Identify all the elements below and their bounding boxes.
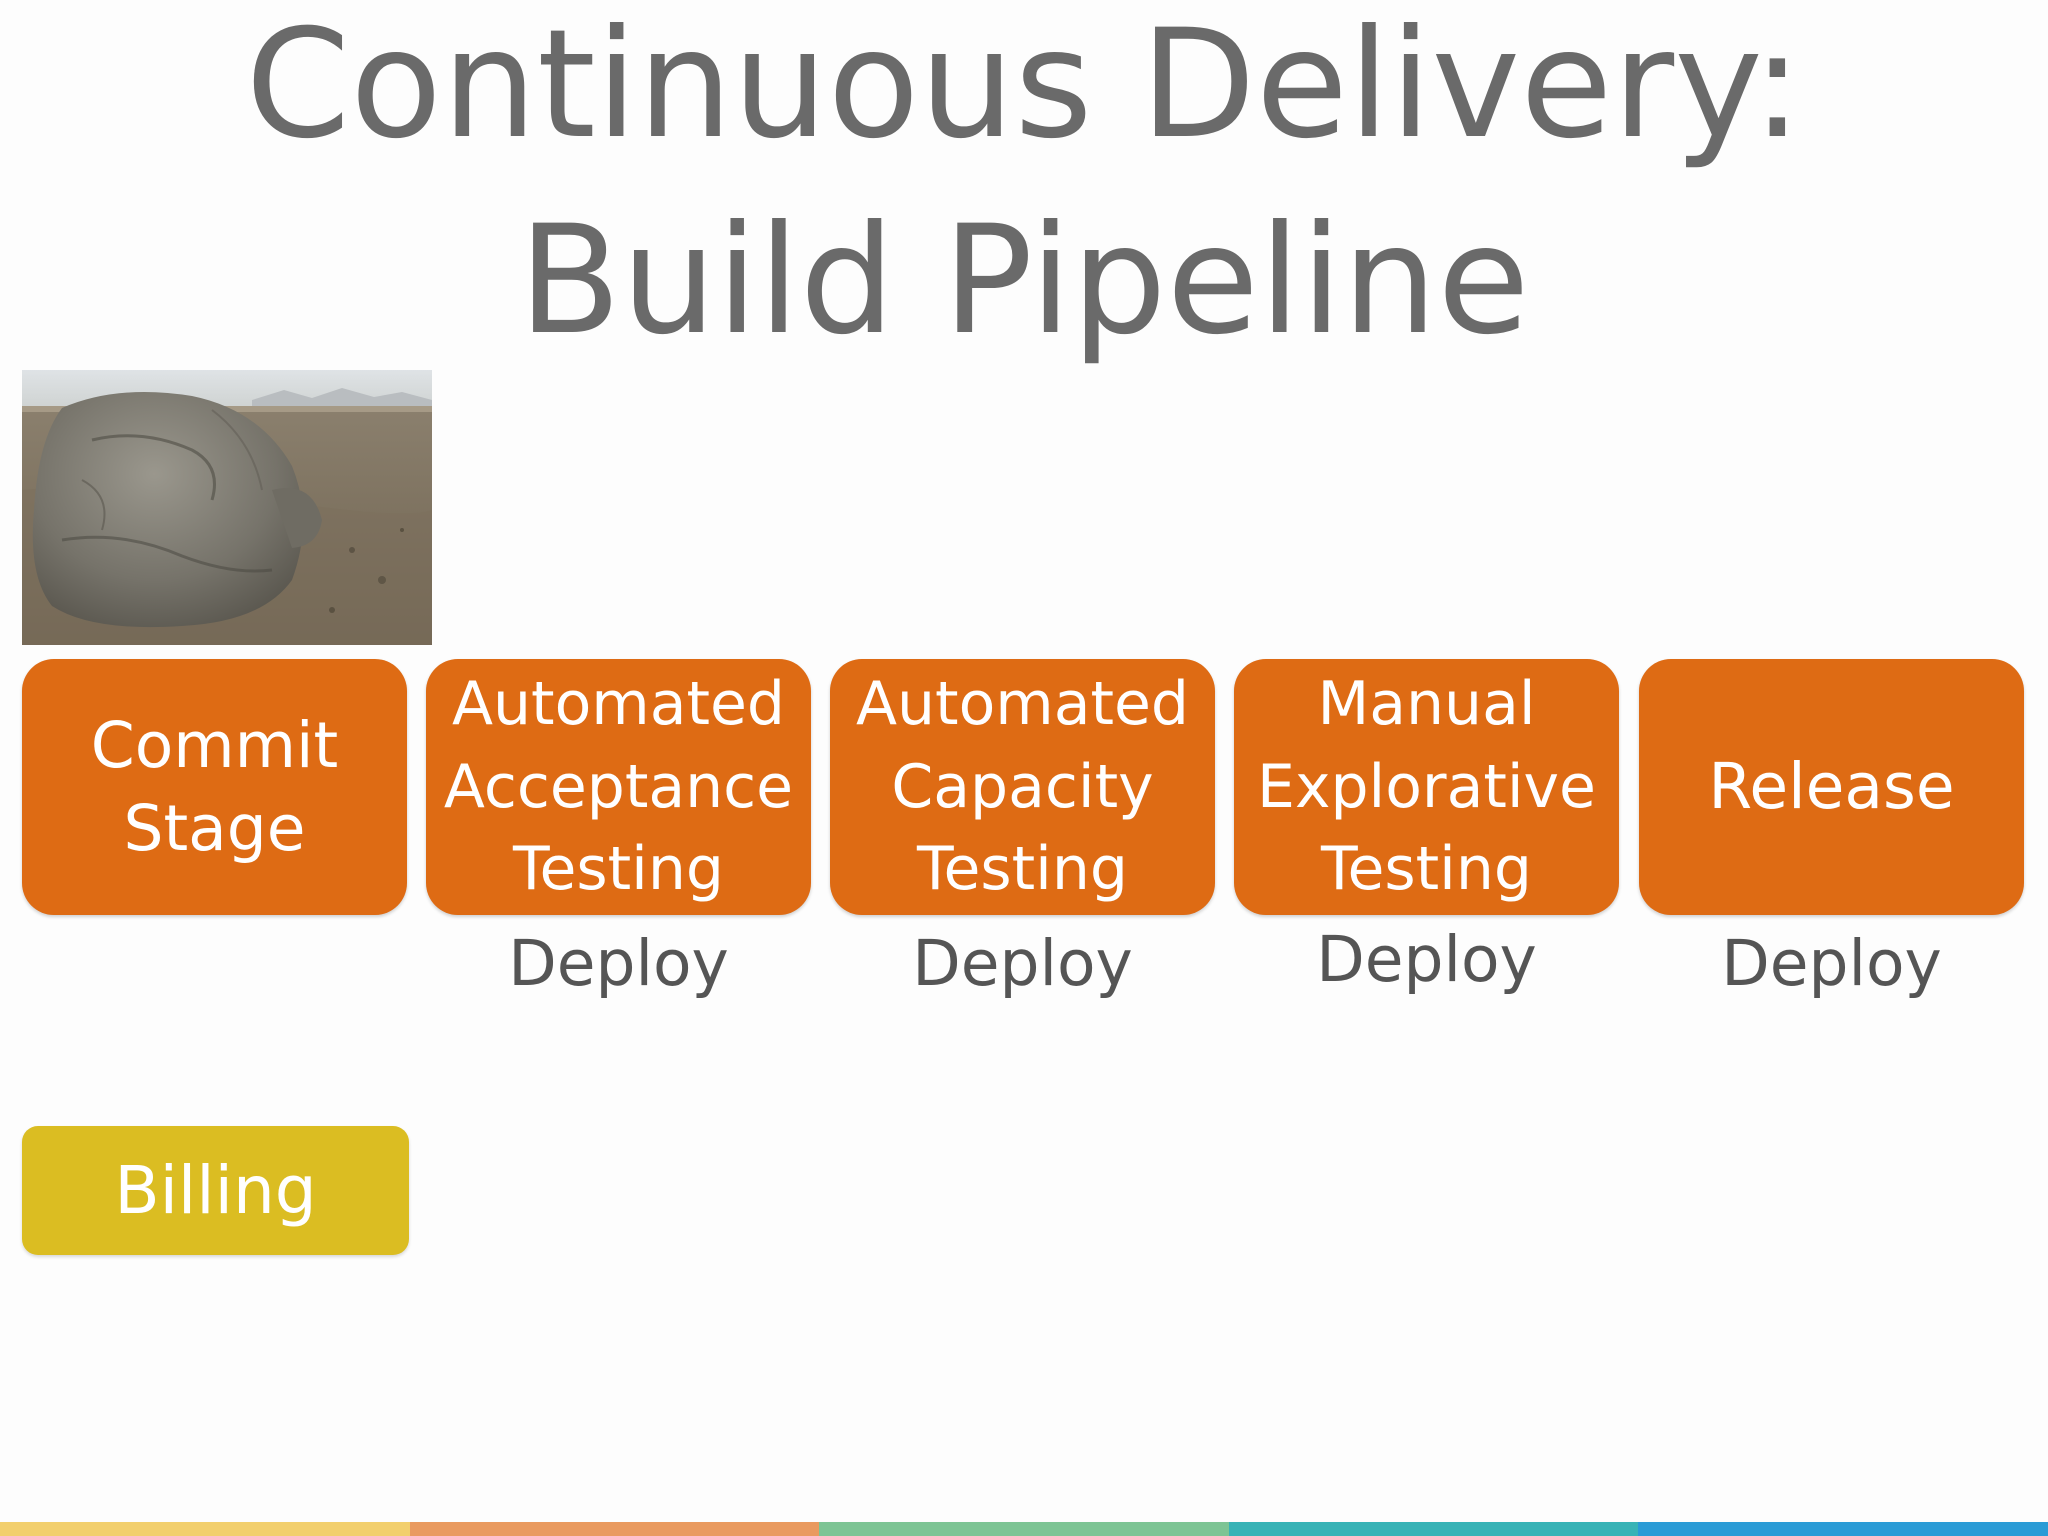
stage-label-line: Explorative [1257,751,1596,822]
slide-title-line-2: Build Pipeline [518,194,1530,368]
stage-label-line: Testing [917,834,1128,905]
deploy-label: Deploy [1316,923,1537,996]
stage-label-line: Manual [1317,668,1536,739]
deploy-label: Deploy [508,927,729,1000]
deploy-label: Deploy [1721,927,1942,1000]
billing-label: Billing [114,1152,317,1229]
billing-box: Billing [22,1126,409,1255]
footer-color-bar [0,1522,2048,1536]
stage-label-line: Release [1708,750,1955,824]
boulder-photo [22,370,432,645]
stage-label-line: Automated [451,668,786,739]
stage-manual-explorative-testing: Manual Explorative Testing [1234,659,1619,915]
stage-label-line: Automated [855,668,1190,739]
stage-label-line: Commit [90,708,339,782]
footer-segment [0,1522,410,1536]
stage-release: Release [1639,659,2024,915]
deploy-label: Deploy [912,927,1133,1000]
slide-title-line-1: Continuous Delivery: [245,0,1803,172]
stage-label-line: Testing [1321,834,1532,905]
stage-label-line: Capacity [891,751,1154,822]
stage-commit: Commit Stage [22,659,407,915]
footer-segment [1638,1522,2048,1536]
stage-label-line: Stage [123,792,306,865]
footer-segment [819,1522,1229,1536]
stage-automated-capacity-testing: Automated Capacity Testing [830,659,1215,915]
footer-segment [1228,1522,1639,1536]
stage-automated-acceptance-testing: Automated Acceptance Testing [426,659,811,915]
stage-label-line: Acceptance [443,751,794,822]
footer-segment [409,1522,820,1536]
stage-label-line: Testing [513,834,724,905]
